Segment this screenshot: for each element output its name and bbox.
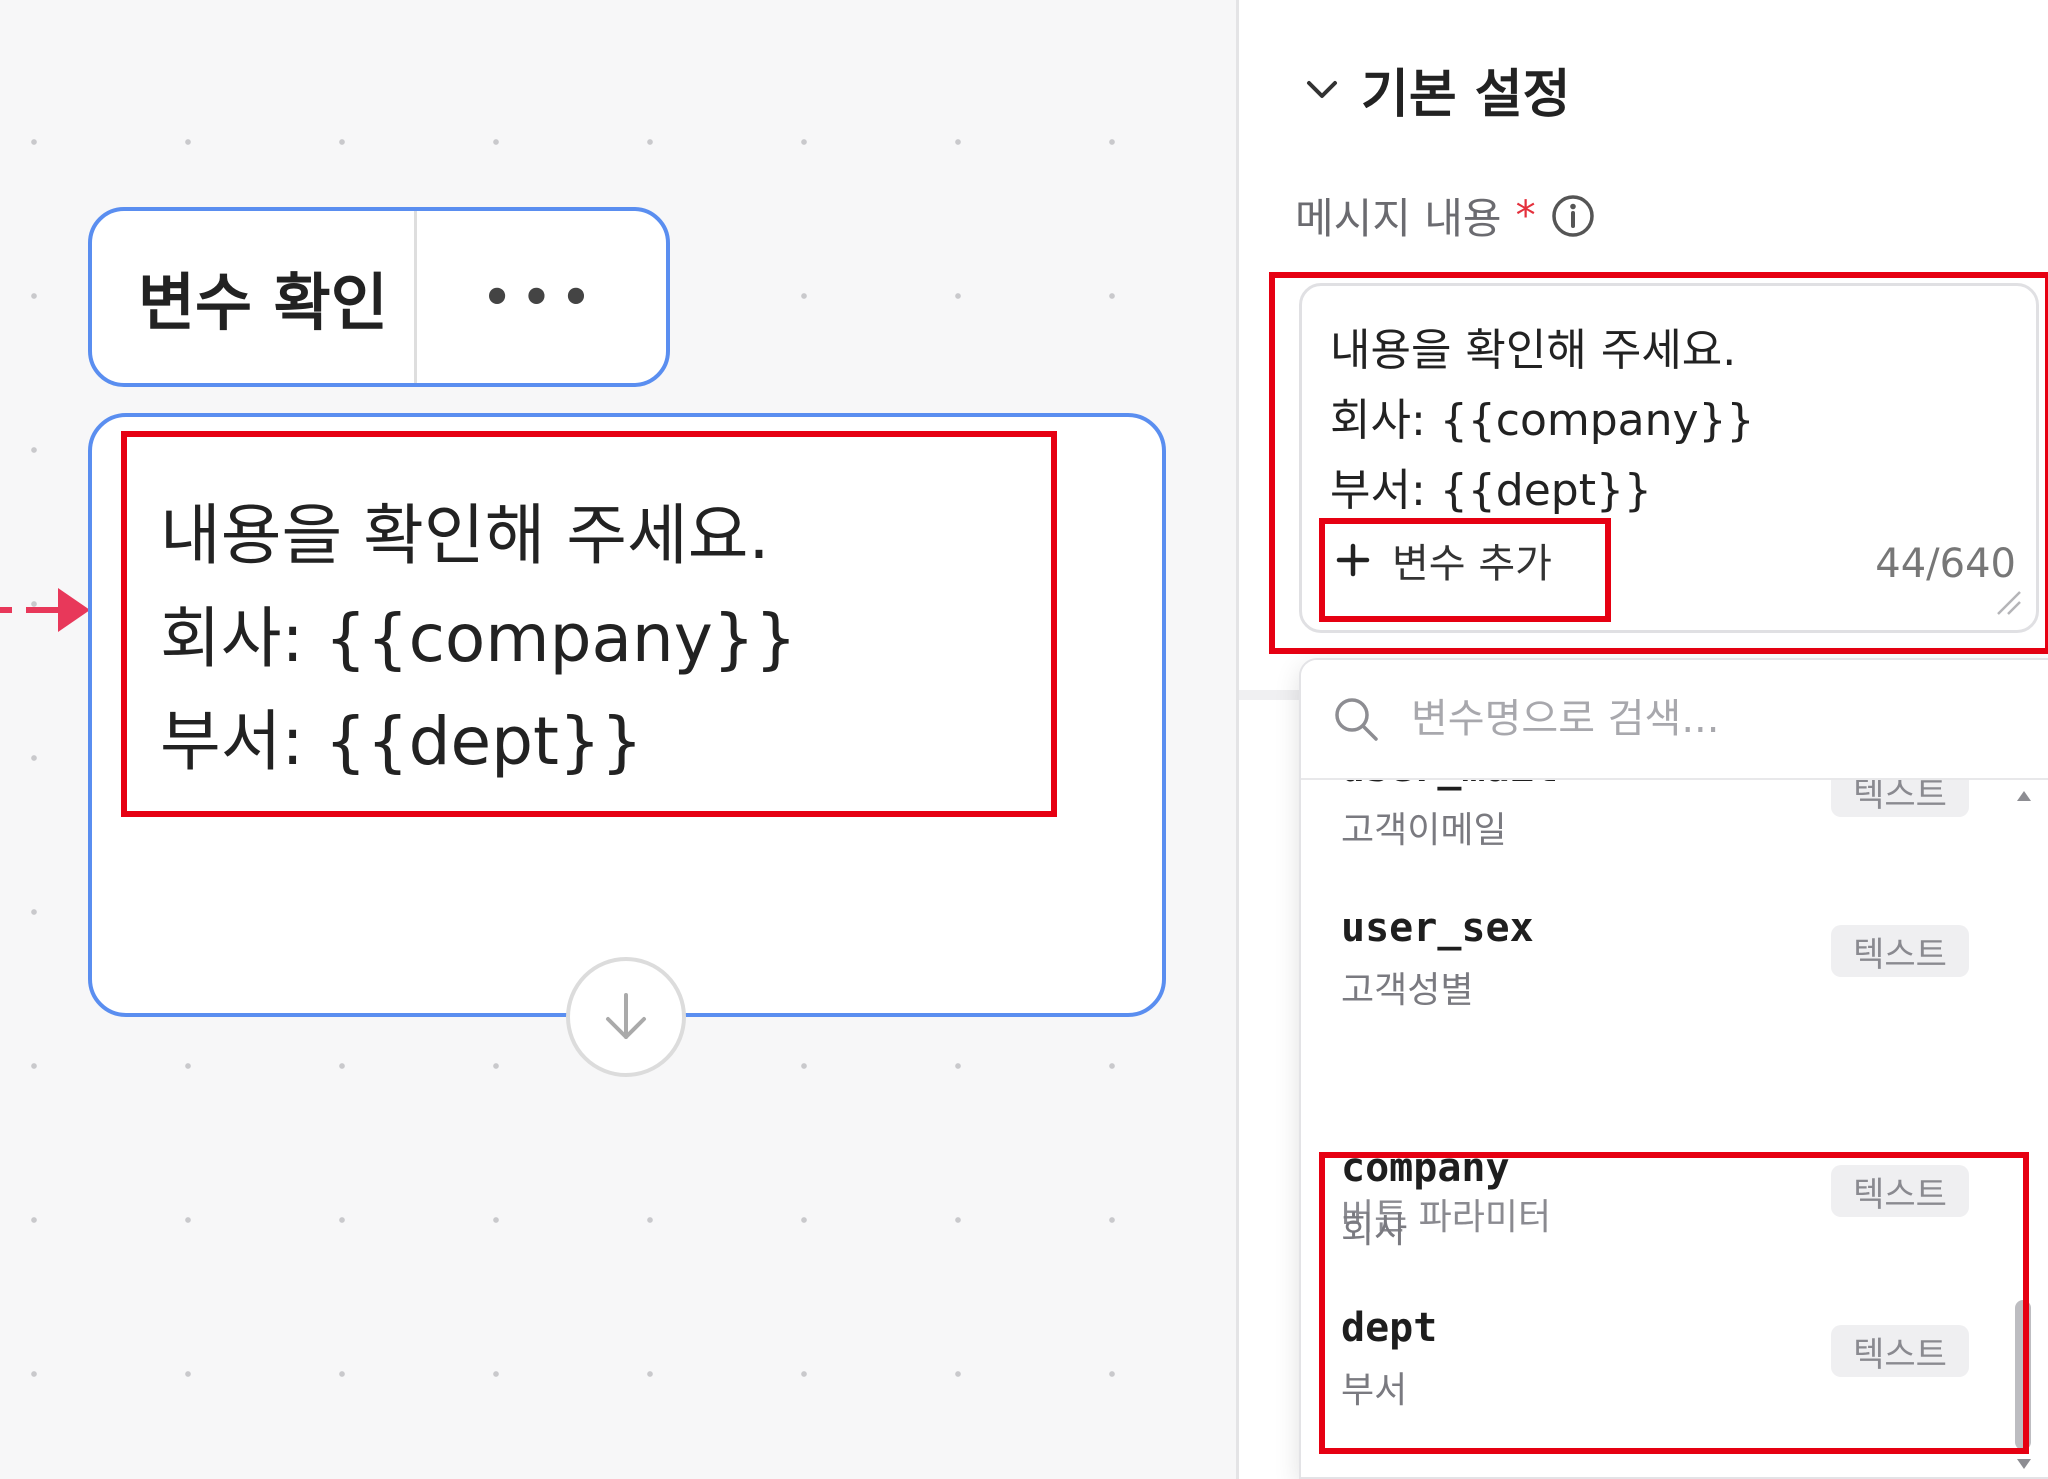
more-button[interactable]: ••• (417, 211, 666, 383)
scroll-up-icon[interactable] (2016, 790, 2032, 802)
arrow-down-icon (606, 993, 646, 1039)
settings-panel: 기본 설정 메시지 내용 * 내용을 확인해 주세요. 회사: {{compan… (1236, 0, 2048, 1479)
dropdown-scrollbar[interactable] (2003, 780, 2043, 1477)
variable-item-dept[interactable]: dept 부서 텍스트 (1301, 1305, 2001, 1465)
info-icon[interactable] (1550, 193, 1596, 239)
required-mark: * (1515, 192, 1536, 239)
scroll-down-icon[interactable] (2016, 1458, 2032, 1470)
search-icon (1335, 698, 1378, 741)
field-label-text: 메시지 내용 (1295, 194, 1502, 243)
node-header-divider (414, 211, 417, 383)
add-variable-label: 변수 추가 (1392, 541, 1552, 587)
variable-item-company[interactable]: company 회사 텍스트 (1301, 1145, 2001, 1305)
section-toggle-basic-settings[interactable]: 기본 설정 (1305, 52, 1570, 127)
more-icon: ••• (482, 270, 601, 324)
variable-search-input[interactable] (1409, 695, 1973, 743)
variable-desc: 회사 (1341, 1210, 1408, 1251)
variable-name: dept (1341, 1305, 1438, 1351)
variable-desc: 고객이메일 (1341, 810, 1507, 851)
variable-type-badge: 텍스트 (1831, 1165, 1969, 1217)
variable-desc: 고객성별 (1341, 970, 1474, 1011)
variable-name: company (1341, 1145, 1510, 1191)
message-textarea-value: 내용을 확인해 주세요. 회사: {{company}} 부서: {{dept}… (1330, 325, 1755, 516)
node-message-text: 내용을 확인해 주세요. 회사: {{company}} 부서: {{dept}… (160, 497, 797, 780)
variable-name: user_mail (1341, 780, 1558, 791)
message-node[interactable]: 내용을 확인해 주세요. 회사: {{company}} 부서: {{dept}… (88, 413, 1166, 1017)
section-title: 기본 설정 (1361, 65, 1571, 125)
node-header[interactable]: 변수 확인 ••• (88, 207, 670, 387)
flow-canvas[interactable]: 변수 확인 ••• 내용을 확인해 주세요. 회사: {{company}} 부… (0, 0, 1236, 1479)
add-next-node-button[interactable] (566, 957, 686, 1077)
variable-item-user-sex[interactable]: user_sex 고객성별 텍스트 (1301, 905, 2001, 1065)
variable-list: user_mail 고객이메일 텍스트 user_sex 고객성별 텍스트 버튼… (1301, 780, 2001, 1477)
node-title: 변수 확인 (138, 266, 388, 339)
variable-name: user_sex (1341, 905, 1534, 951)
message-field-label: 메시지 내용 * (1295, 185, 1596, 246)
variable-group-label: 버튼 파라미터 (1341, 1197, 1552, 1238)
scroll-thumb[interactable] (2015, 1300, 2031, 1450)
variable-type-badge: 텍스트 (1831, 780, 1969, 817)
resize-handle-icon[interactable] (1994, 588, 2022, 616)
char-count: 44/640 (1875, 541, 2016, 587)
message-textarea[interactable]: 내용을 확인해 주세요. 회사: {{company}} 부서: {{dept}… (1299, 283, 2039, 633)
connector-arrow-icon (0, 588, 90, 632)
variable-desc: 부서 (1341, 1370, 1408, 1411)
chevron-down-icon (1307, 80, 1337, 98)
add-variable-button[interactable]: 변수 추가 (1336, 531, 1552, 589)
variable-dropdown: user_mail 고객이메일 텍스트 user_sex 고객성별 텍스트 버튼… (1299, 658, 2048, 1479)
plus-icon (1336, 543, 1370, 577)
variable-type-badge: 텍스트 (1831, 1325, 1969, 1377)
variable-type-badge: 텍스트 (1831, 925, 1969, 977)
variable-item-user-mail[interactable]: user_mail 고객이메일 텍스트 (1301, 780, 2001, 905)
variable-search (1301, 660, 2048, 780)
